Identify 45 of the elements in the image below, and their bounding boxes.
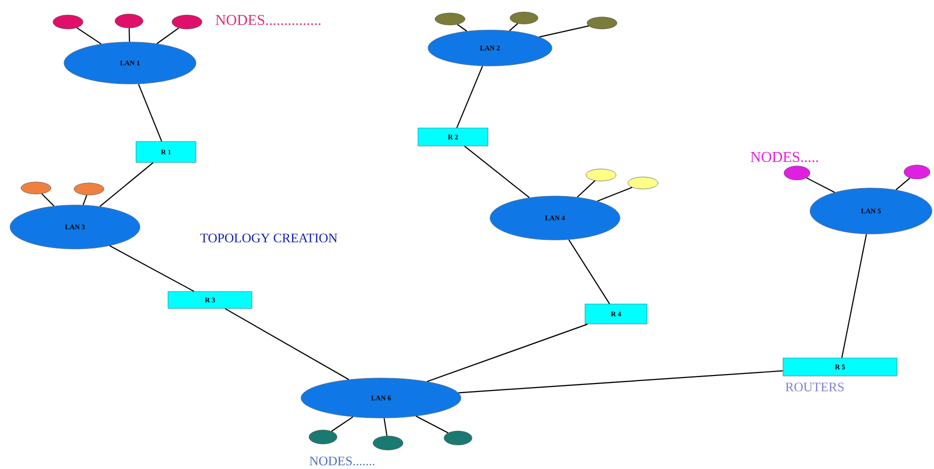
host-node: [308, 430, 338, 444]
connection-line: [76, 27, 102, 44]
connection-line: [416, 416, 448, 434]
connection-line: [82, 194, 88, 206]
connection-line: [224, 308, 350, 380]
host-node: [510, 12, 538, 24]
host-node: [172, 14, 202, 30]
connection-line: [568, 239, 610, 304]
host-node: [114, 14, 144, 28]
host-node: [586, 16, 618, 30]
connection-line: [109, 245, 194, 292]
connection-line: [384, 418, 388, 436]
connection-line: [509, 23, 518, 32]
connection-line: [138, 84, 162, 142]
host-node: [444, 430, 472, 446]
annotation-text: NODES.....: [750, 152, 818, 162]
connection-line: [156, 28, 179, 44]
connection-line: [331, 416, 354, 432]
host-node: [904, 164, 930, 180]
host-node: [434, 12, 466, 26]
connection-line: [597, 186, 632, 202]
host-node: [74, 182, 104, 196]
host-node: [52, 14, 84, 30]
connection-line: [841, 234, 867, 358]
annotation-text: NODES...............: [216, 14, 320, 26]
host-node: [586, 168, 616, 182]
annotation-text: ROUTERS: [786, 382, 844, 392]
annotation-text: NODES.......: [310, 456, 374, 466]
connection-line: [806, 177, 835, 193]
connection-line: [464, 146, 530, 198]
connection-line: [41, 193, 54, 206]
connection-line: [457, 24, 468, 32]
connection-line: [100, 162, 154, 207]
connection-line: [576, 180, 596, 198]
connection-line: [456, 66, 483, 128]
connection-line: [896, 178, 910, 190]
connection-line: [128, 28, 130, 42]
host-node: [784, 166, 810, 180]
annotation-text: TOPOLOGY CREATION: [200, 234, 338, 242]
connection-line: [458, 370, 783, 394]
host-node: [372, 436, 404, 450]
host-node: [628, 176, 658, 190]
host-node: [20, 182, 52, 194]
connection-line: [539, 25, 589, 38]
connection-line: [427, 324, 588, 382]
